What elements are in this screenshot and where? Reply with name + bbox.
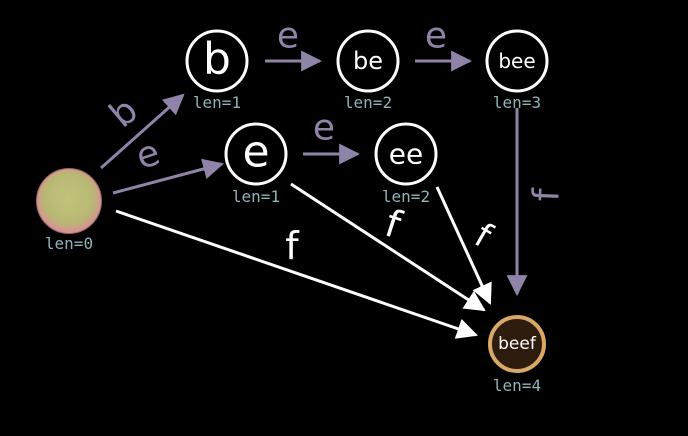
edge-e-to-beef xyxy=(290,182,486,312)
edge-label-root-to-e: e xyxy=(131,132,165,178)
node-be xyxy=(336,29,400,93)
len-label-b: len=1 xyxy=(193,93,241,112)
len-label-be: len=2 xyxy=(344,93,392,112)
edge-label-ee-to-beef: f xyxy=(468,216,499,257)
node-label-be: be xyxy=(353,47,383,75)
len-label-root: len=0 xyxy=(45,234,93,253)
node-label-b: b xyxy=(203,34,231,85)
node-bee xyxy=(485,29,549,93)
len-label-ee: len=2 xyxy=(382,187,430,206)
edge-root-to-e xyxy=(112,158,225,195)
node-label-bee: bee xyxy=(498,49,535,73)
edge-label-bee-to-beef: f xyxy=(526,187,567,202)
edge-label-be-to-bee: e xyxy=(425,16,447,57)
node-label-e: e xyxy=(242,127,269,178)
edge-root-to-b xyxy=(100,93,185,170)
edge-root-to-beef xyxy=(115,209,478,339)
node-label-beef: beef xyxy=(498,334,537,354)
edge-label-root-to-beef: f xyxy=(285,224,300,268)
len-label-e: len=1 xyxy=(232,187,280,206)
node-root xyxy=(36,168,102,234)
node-label-ee: ee xyxy=(389,138,423,171)
nodes-layer: len=0blen=1belen=2beelen=3elen=1eelen=2b… xyxy=(36,29,549,395)
node-ee xyxy=(374,122,438,186)
node-e xyxy=(224,122,288,186)
edge-label-root-to-b: b xyxy=(102,90,146,136)
node-beef xyxy=(488,315,546,373)
edge-label-e-to-ee: e xyxy=(313,108,335,149)
len-label-bee: len=3 xyxy=(493,93,541,112)
edge-ee-to-beef xyxy=(435,186,492,305)
len-label-beef: len=4 xyxy=(493,376,541,395)
edge-label-b-to-be: e xyxy=(277,16,299,57)
edge-label-e-to-beef: f xyxy=(380,201,408,247)
node-b xyxy=(185,29,249,93)
